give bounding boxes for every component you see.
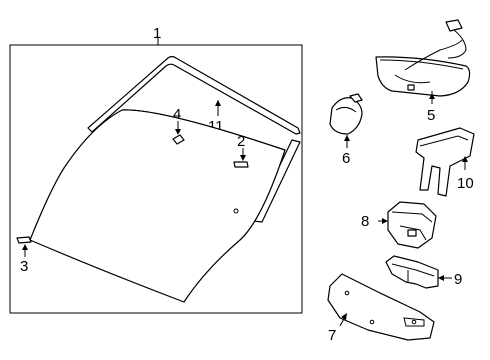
camera-module-part-8: 8 <box>361 201 437 249</box>
callout-4: 4 <box>173 106 181 123</box>
callout-1: 1 <box>153 25 161 42</box>
rain-sensor-part-6: 6 <box>329 93 363 167</box>
windshield-glass <box>29 109 286 303</box>
clip-part-4: 4 <box>172 106 185 145</box>
cover-panel-part-7: 7 <box>327 273 435 344</box>
strip-part-3: 3 <box>16 236 32 275</box>
callout-5: 5 <box>427 107 435 124</box>
callout-6: 6 <box>342 150 350 167</box>
callout-9: 9 <box>454 271 462 288</box>
callout-3: 3 <box>20 258 28 275</box>
spacer-part-2: 2 <box>233 133 249 168</box>
callout-10: 10 <box>457 175 474 192</box>
rearview-mirror-part-5: 5 <box>375 19 471 124</box>
bracket-part-10: 10 <box>415 127 475 197</box>
callout-7: 7 <box>328 327 336 344</box>
callout-2: 2 <box>237 133 245 150</box>
camera-bracket-part-9: 9 <box>385 255 462 289</box>
callout-8: 8 <box>361 213 369 230</box>
windshield-group-frame: 1 <box>9 25 303 314</box>
